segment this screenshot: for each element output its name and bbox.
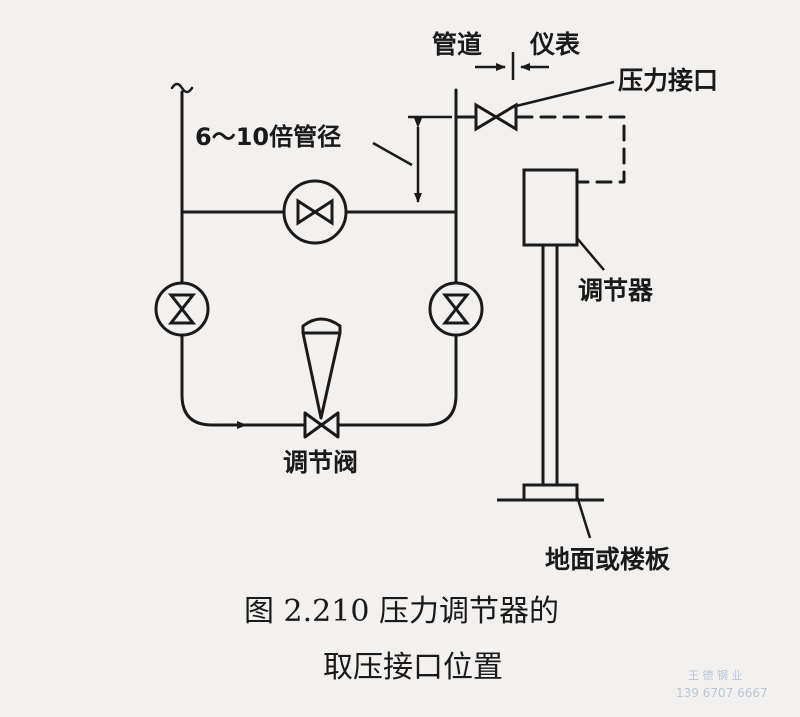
regulator-stand — [541, 243, 559, 487]
pressure-port-valve — [474, 102, 518, 132]
caption-line-2: 取压接口位置 — [323, 650, 503, 685]
caption-line-1: 图 2.210 压力调节器的 — [244, 594, 559, 629]
bypass-valve — [282, 179, 348, 245]
control-valve — [301, 317, 342, 439]
right-isolation-valve — [428, 281, 484, 337]
watermark-phone: 139 6707 6667 — [676, 686, 768, 700]
watermark-name: 王 德 钢 业 — [688, 669, 743, 682]
pipe-break-symbol — [170, 82, 194, 94]
pressure-port-label: 压力接口 — [618, 66, 719, 95]
regulator-leader — [575, 236, 605, 271]
signal-line-dashed — [516, 115, 626, 184]
pressure-port-leader — [511, 80, 615, 109]
distance-label: 6～10倍管径 — [195, 123, 342, 151]
pipe-label: 管道 — [432, 30, 483, 59]
distance-dimension — [372, 115, 452, 203]
regulator-assembly — [497, 168, 604, 502]
floor-label: 地面或楼板 — [545, 545, 671, 574]
instrument-label: 仪表 — [530, 30, 581, 59]
left-isolation-valve — [154, 281, 210, 337]
control-valve-label: 调节阀 — [283, 448, 359, 477]
regulator-box — [522, 168, 579, 247]
regulator-label: 调节器 — [578, 276, 654, 305]
right-pipe — [336, 88, 458, 427]
left-pipe — [180, 90, 307, 427]
pipe-instrument-boundary — [475, 52, 549, 80]
floor-base — [522, 483, 579, 502]
